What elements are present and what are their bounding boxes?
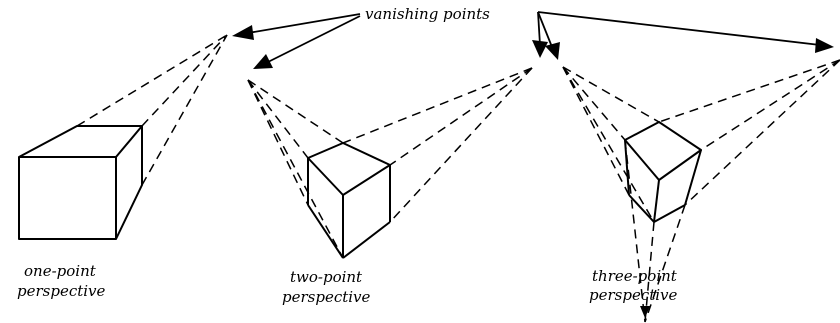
arrowhead-vp-two-point-right <box>532 40 548 58</box>
arrowhead-vp-two-point-left <box>253 54 273 69</box>
arrow-to-vp-two-point-right <box>537 11 541 46</box>
one-point-label-line1: one-point <box>24 262 97 280</box>
arrowhead-vp-three-point-bottom <box>640 306 650 318</box>
arrowhead-vp-three-point-right <box>815 38 834 53</box>
one-point-label-line2: perspective <box>17 282 106 300</box>
vanishing-points-arrows <box>232 11 834 69</box>
arrowhead-vp-three-point-left <box>545 42 560 60</box>
one-point-box <box>18 34 228 240</box>
vanishing-points-label: vanishing points <box>365 5 490 23</box>
two-point-label-line2: perspective <box>282 288 371 306</box>
two-point-label-line1: two-point <box>290 268 363 286</box>
two-point-box <box>247 67 533 259</box>
arrow-to-vp-three-point-right <box>537 11 821 46</box>
three-point-box <box>562 59 840 323</box>
arrowhead-vp-one-point <box>232 25 254 40</box>
three-point-label-line1: three-point <box>592 267 678 285</box>
three-point-label-line2: perspective <box>589 286 678 304</box>
arrow-to-vp-two-point-left <box>267 15 361 63</box>
arrow-to-vp-one-point <box>247 13 361 34</box>
arrow-to-vp-three-point-left <box>537 11 553 48</box>
